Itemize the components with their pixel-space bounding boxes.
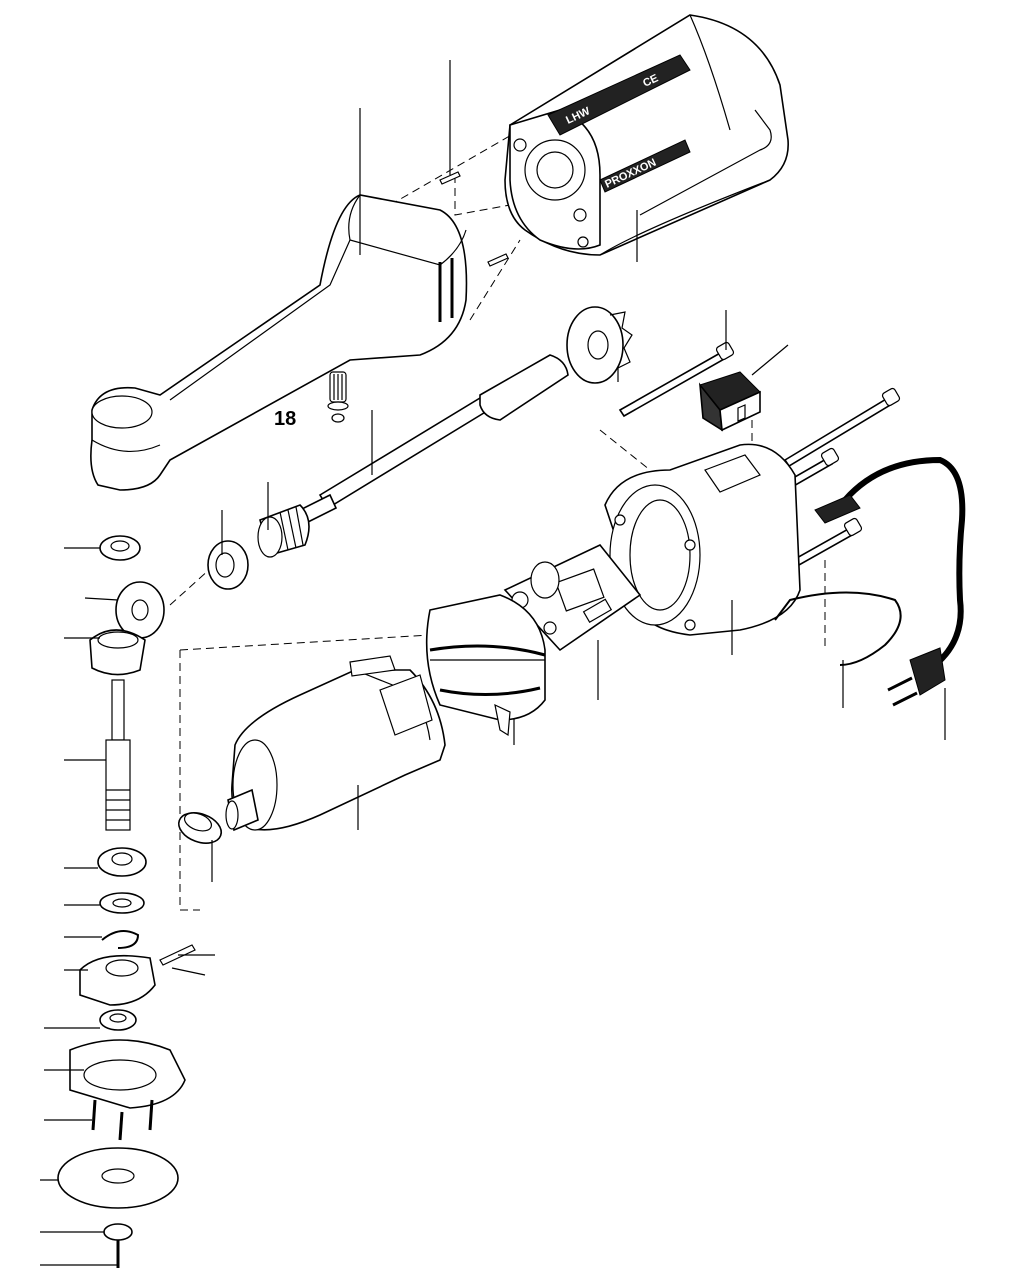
motor-ring bbox=[177, 812, 223, 844]
circuit-board bbox=[503, 544, 642, 652]
motor bbox=[225, 655, 446, 832]
power-cable bbox=[814, 456, 966, 707]
wire-clip bbox=[774, 591, 902, 666]
rocker-switch bbox=[698, 371, 761, 432]
callout-label-18: 18 bbox=[274, 408, 296, 430]
rear-housing bbox=[604, 443, 801, 636]
spindle-lock-button bbox=[327, 371, 349, 423]
callout-leader-lines bbox=[40, 60, 946, 1266]
gear-head-housing bbox=[90, 194, 468, 491]
left-parts-stack bbox=[57, 535, 196, 1268]
motor-housing: PROXXON LHW CE bbox=[504, 14, 789, 256]
housing-screws bbox=[439, 171, 509, 267]
shaft-bearing bbox=[207, 540, 249, 590]
ce-mark-text: CE bbox=[641, 72, 660, 89]
drive-shaft-assembly bbox=[257, 306, 633, 558]
motor-bracket bbox=[425, 594, 546, 737]
